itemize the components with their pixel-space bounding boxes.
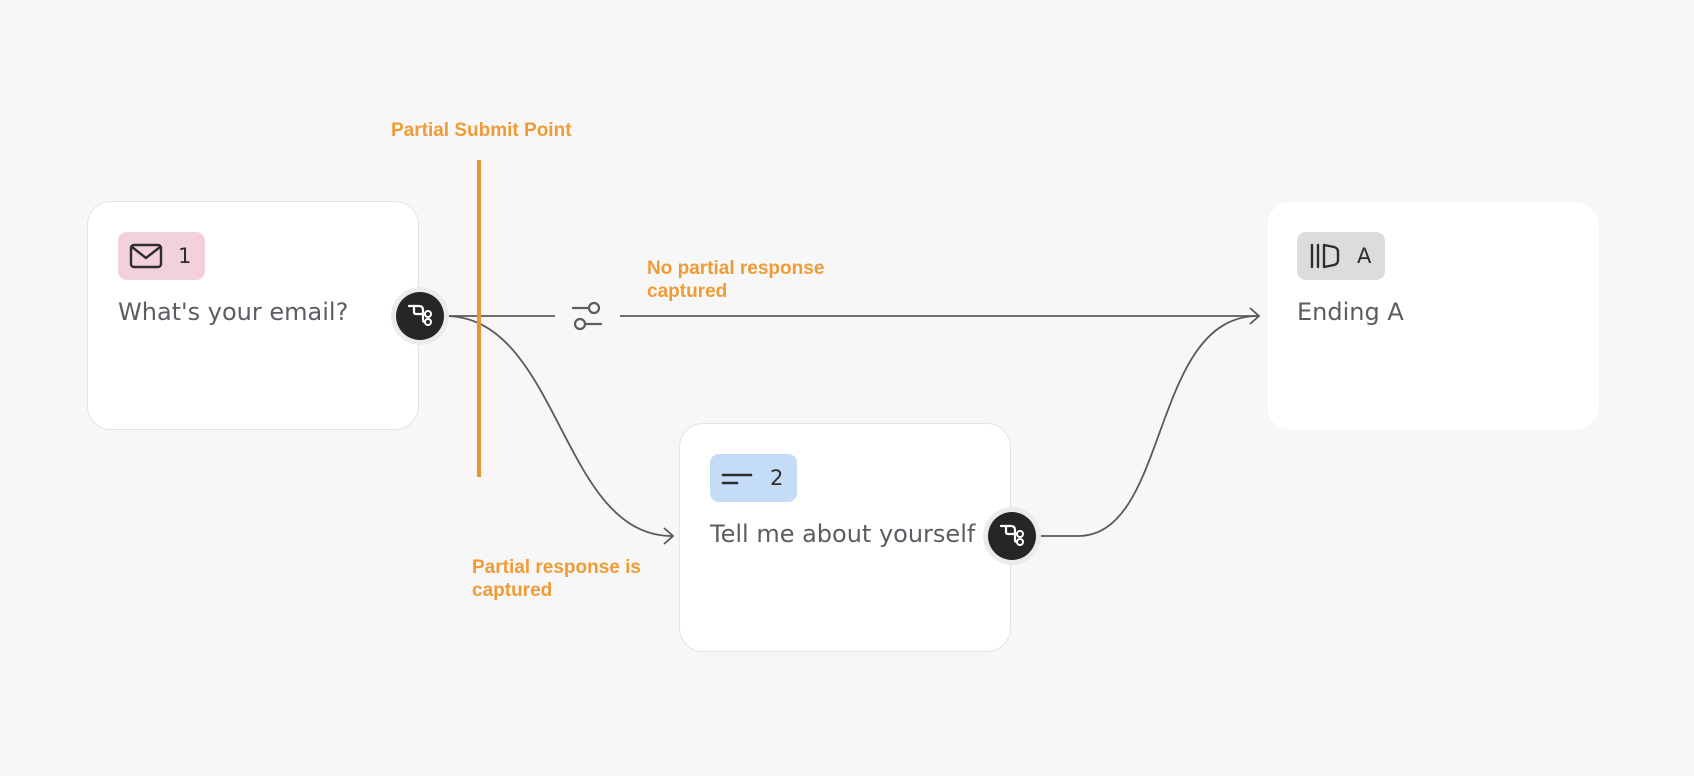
- edge-email-to-about: [444, 315, 673, 537]
- question-badge: 1: [118, 232, 206, 280]
- branch-button-about[interactable]: [988, 512, 1036, 560]
- ending-card-a[interactable]: A Ending A: [1266, 201, 1600, 431]
- arrowhead-ending-a: [1249, 307, 1261, 325]
- no-partial-line-1: No partial response: [647, 258, 825, 279]
- partial-submit-line[interactable]: [477, 160, 481, 477]
- partial-response-label: Partial response is captured: [472, 556, 641, 602]
- arrowhead-about: [663, 527, 675, 545]
- partial-line-1: Partial response is: [472, 557, 641, 578]
- ending-title: Ending A: [1297, 298, 1404, 326]
- question-number: 1: [178, 244, 192, 268]
- no-partial-line-2: captured: [647, 281, 728, 302]
- question-number: 2: [770, 466, 784, 490]
- question-title: What's your email?: [118, 298, 349, 326]
- question-card-about[interactable]: 2 Tell me about yourself: [679, 423, 1011, 652]
- branch-icon: [998, 520, 1026, 553]
- question-badge: 2: [710, 454, 798, 502]
- ending-letter: A: [1357, 244, 1372, 268]
- question-title: Tell me about yourself: [710, 520, 976, 548]
- ending-icon: [1307, 238, 1343, 274]
- filter-sliders-icon[interactable]: [570, 298, 604, 334]
- no-partial-response-label: No partial response captured: [647, 257, 824, 303]
- short-text-icon: [720, 460, 756, 496]
- partial-line-2: captured: [472, 580, 553, 601]
- question-card-email[interactable]: 1 What's your email?: [87, 201, 419, 430]
- branch-icon: [406, 300, 434, 333]
- edge-about-to-ending: [1036, 315, 1259, 537]
- ending-badge: A: [1297, 232, 1386, 280]
- mail-icon: [128, 238, 164, 274]
- partial-submit-point-label: Partial Submit Point: [391, 120, 572, 141]
- branch-button-email[interactable]: [396, 292, 444, 340]
